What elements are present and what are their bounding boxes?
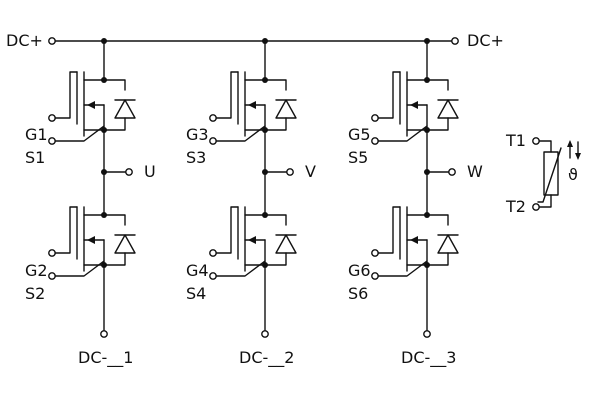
source-s5-wire — [377, 125, 428, 142]
gate-g6-terminal — [371, 249, 379, 257]
source-s3-label: S3 — [186, 148, 207, 167]
gate-g1-body-arrow — [87, 101, 95, 109]
gate-g1-label: G1 — [25, 125, 48, 144]
thermistor-t1-label: T1 — [506, 131, 526, 150]
gate-g5-diode-top-lead — [426, 79, 449, 91]
gate-g1-diode-triangle — [114, 99, 136, 119]
dc-plus-bus — [48, 37, 459, 45]
half-bridge-leg-u — [48, 40, 136, 338]
gate-g3-diode-top-lead — [264, 79, 287, 91]
source-s4-terminal — [209, 272, 217, 280]
dc-plus-terminal-right-label: DC+ — [467, 31, 504, 50]
gate-g1-terminal — [48, 114, 56, 122]
gate-g6-diode-top-lead — [426, 214, 449, 226]
gate-g5-label: G5 — [348, 125, 371, 144]
half-bridge-leg-v — [209, 40, 297, 338]
gate-g6-body-arrow — [410, 236, 418, 244]
gate-g5-terminal — [371, 114, 379, 122]
gate-g5-body-arrow — [410, 101, 418, 109]
gate-g5-wire — [377, 71, 401, 119]
gate-g1-diode-bottom-lead — [103, 117, 126, 131]
dc-minus-terminal-3 — [423, 330, 431, 338]
gate-g6-diode-triangle — [437, 234, 459, 254]
phase-v-output-label: V — [305, 162, 316, 181]
gate-g4-diode-triangle — [275, 234, 297, 254]
source-s3-terminal — [209, 137, 217, 145]
gate-g4-body-arrow — [248, 236, 256, 244]
phase-w-output-label: W — [467, 162, 483, 181]
gate-g3-diode-triangle — [275, 99, 297, 119]
gate-g2-diode-bottom-lead — [103, 252, 126, 266]
phase-u-output-label: U — [144, 162, 156, 181]
gate-g4-diode-bottom-lead — [264, 252, 287, 266]
source-s5-terminal — [371, 137, 379, 145]
gate-g4-diode-top-lead — [264, 214, 287, 226]
source-s6-terminal — [371, 272, 379, 280]
source-s6-wire — [377, 260, 428, 277]
gate-g5-diode-triangle — [437, 99, 459, 119]
gate-g2-label: G2 — [25, 261, 48, 280]
gate-g3-terminal — [209, 114, 217, 122]
source-s2-label: S2 — [25, 284, 46, 303]
gate-g2-body-arrow — [87, 236, 95, 244]
gate-g4-terminal — [209, 249, 217, 257]
phase-terminal-2 — [286, 168, 294, 176]
gate-g2-wire — [54, 206, 78, 254]
source-s5-label: S5 — [348, 148, 369, 167]
gate-g6-label: G6 — [348, 261, 371, 280]
gate-g4-label: G4 — [186, 261, 209, 280]
dc-minus-terminal-1 — [100, 330, 108, 338]
phase-terminal-1 — [125, 168, 133, 176]
dc-minus-terminal-2 — [261, 330, 269, 338]
gate-g6-wire — [377, 206, 401, 254]
gate-g4-wire — [215, 206, 239, 254]
dc-minus-2-terminal-label: DC-__2 — [239, 348, 295, 367]
dc-minus-1-terminal-label: DC-__1 — [78, 348, 134, 367]
gate-g2-diode-top-lead — [103, 214, 126, 226]
gate-g6-diode-bottom-lead — [426, 252, 449, 266]
gate-g2-terminal — [48, 249, 56, 257]
dc-plus-terminal-left-label: DC+ — [6, 31, 43, 50]
source-s2-wire — [54, 260, 105, 277]
half-bridge-leg-w — [371, 40, 459, 338]
source-s4-wire — [215, 260, 266, 277]
source-s2-terminal — [48, 272, 56, 280]
source-s1-label: S1 — [25, 148, 46, 167]
gate-g5-diode-bottom-lead — [426, 117, 449, 131]
source-s1-wire — [54, 125, 105, 142]
thermistor-t2-label: T2 — [506, 197, 526, 216]
gate-g3-body-arrow — [248, 101, 256, 109]
dc-minus-3-terminal-label: DC-__3 — [401, 348, 457, 367]
temperature-theta-symbol: ϑ — [568, 165, 578, 184]
gate-g3-diode-bottom-lead — [264, 117, 287, 131]
gate-g3-wire — [215, 71, 239, 119]
source-s1-terminal — [48, 137, 56, 145]
gate-g1-wire — [54, 71, 78, 119]
source-s6-label: S6 — [348, 284, 369, 303]
gate-g2-diode-triangle — [114, 234, 136, 254]
ntc-thermistor — [532, 137, 581, 211]
source-s4-label: S4 — [186, 284, 207, 303]
gate-g3-label: G3 — [186, 125, 209, 144]
phase-terminal-3 — [448, 168, 456, 176]
source-s3-wire — [215, 125, 266, 142]
gate-g1-diode-top-lead — [103, 79, 126, 91]
